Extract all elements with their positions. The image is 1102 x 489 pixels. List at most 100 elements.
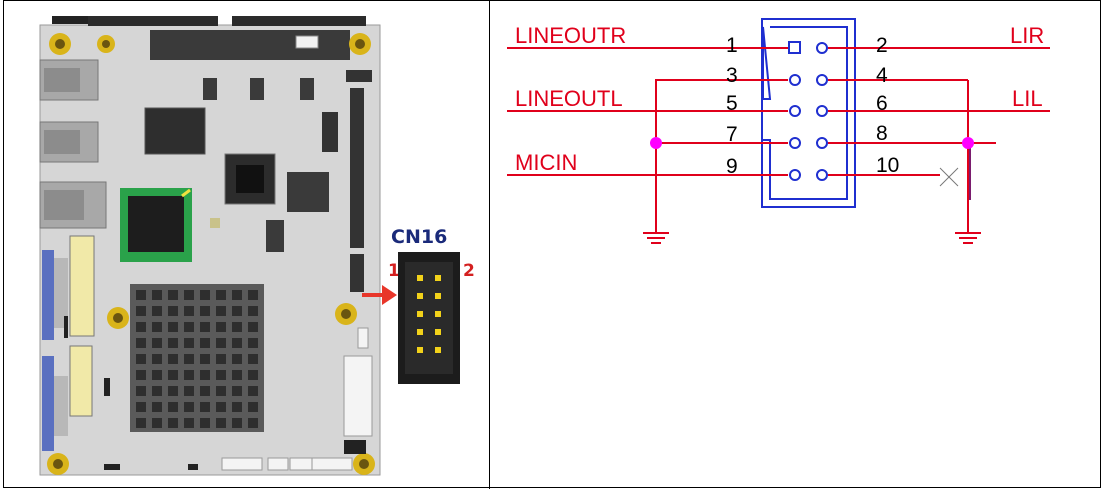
pin-7-circle <box>789 137 801 149</box>
grey-port-b <box>54 376 68 436</box>
bottom-black-connector <box>344 440 366 454</box>
heatsink-fin <box>232 386 242 396</box>
heatsink-fin <box>152 402 162 412</box>
cn16-pin2-label: 2 <box>463 261 475 281</box>
heatsink-fin <box>184 354 194 364</box>
usb-port-1-inner <box>44 130 80 154</box>
cn16-label: CN16 <box>391 226 447 248</box>
heatsink-fin <box>232 370 242 380</box>
signal-label-lineoutr: LINEOUTR <box>515 23 626 48</box>
right-top-header <box>346 70 372 82</box>
heatsink-fin <box>184 402 194 412</box>
heatsink-fin <box>136 290 146 300</box>
heatsink-fin <box>136 386 146 396</box>
cream-connector-2 <box>69 345 93 417</box>
pin-5-circle <box>789 105 801 117</box>
pin-number-9: 9 <box>726 155 738 178</box>
pin-3-circle <box>789 74 801 86</box>
right-small-header <box>322 112 338 152</box>
chip-tiny <box>210 218 220 228</box>
pin-8-circle <box>816 137 828 149</box>
chip-qfp <box>144 107 206 155</box>
top-header-right <box>232 16 366 26</box>
mount-hole-mr <box>335 303 357 325</box>
heatsink-fin <box>232 354 242 364</box>
heatsink-fin <box>216 386 226 396</box>
bottom-connector-1 <box>221 457 263 471</box>
heatsink-fin <box>184 418 194 428</box>
cn16-pins <box>417 275 441 353</box>
heatsink <box>130 284 264 432</box>
heatsink-fin <box>200 370 210 380</box>
heatsink-fin <box>184 290 194 300</box>
white-connector-small <box>357 327 369 349</box>
chip-dark-square <box>287 172 329 212</box>
small-white-connector <box>295 35 319 49</box>
cn16-pin <box>435 329 441 335</box>
heatsink-fin <box>184 386 194 396</box>
mount-hole-tl <box>49 33 71 55</box>
bottom-connector-2 <box>267 457 289 471</box>
pin-number-6: 6 <box>876 92 888 115</box>
heatsink-fin <box>216 402 226 412</box>
cn16-callout: CN16 1 2 <box>362 226 475 384</box>
heatsink-fin <box>184 322 194 332</box>
heatsink-fin <box>200 402 210 412</box>
heatsink-fin <box>232 402 242 412</box>
grey-port-a <box>54 258 68 328</box>
heatsink-fin <box>136 354 146 364</box>
heatsink-fin <box>168 386 178 396</box>
signal-label-lir: LIR <box>1010 23 1044 48</box>
pin-number-10: 10 <box>876 154 899 177</box>
pin-9-circle <box>789 169 801 181</box>
pin-2-circle <box>816 42 828 54</box>
heatsink-fin <box>200 338 210 348</box>
pin-4-circle <box>816 74 828 86</box>
no-connect-mark <box>939 167 959 187</box>
pin-number-4: 4 <box>876 64 888 87</box>
heatsink-fin <box>248 354 258 364</box>
heatsink-fin <box>184 338 194 348</box>
pin-number-7: 7 <box>726 123 738 146</box>
heatsink-fin <box>136 418 146 428</box>
heatsink-fin <box>248 322 258 332</box>
rj45-port-2-inner <box>44 190 84 220</box>
heatsink-fin <box>248 418 258 428</box>
signal-label-lil: LIL <box>1012 86 1043 111</box>
ground-symbol-right <box>955 232 981 244</box>
heatsink-fin <box>232 322 242 332</box>
pin-number-3: 3 <box>726 64 738 87</box>
jumper-block-2 <box>64 316 68 338</box>
pin-circles <box>789 42 828 181</box>
jumper-block <box>104 378 110 396</box>
pin-1-square <box>788 41 801 54</box>
heatsink-fin <box>232 338 242 348</box>
mount-hole-tr <box>349 33 371 55</box>
header-outline <box>761 18 856 208</box>
mount-hole-bl <box>47 453 69 475</box>
pin-number-2: 2 <box>876 34 888 57</box>
cn16-pin <box>417 347 423 353</box>
ground-symbol-left <box>643 232 669 244</box>
table-border <box>3 0 1101 488</box>
cream-connector-1 <box>69 235 95 337</box>
header-key-outline <box>762 26 848 200</box>
pin-number-1: 1 <box>726 34 738 57</box>
north-bridge-mark <box>181 188 191 198</box>
heatsink-fin <box>152 386 162 396</box>
heatsink-fin <box>136 402 146 412</box>
wire-pin3 <box>655 79 788 232</box>
cn16-pin <box>435 293 441 299</box>
junction-right <box>962 137 974 149</box>
heatsink-fin <box>200 306 210 316</box>
heatsink-fin <box>216 370 226 380</box>
heatsink-fin <box>200 322 210 332</box>
chip-small-1 <box>203 78 217 100</box>
heatsink-fin <box>136 370 146 380</box>
cn16-housing-inner <box>405 262 453 374</box>
chip-small-4 <box>266 220 284 252</box>
top-header-long <box>88 16 218 26</box>
white-connector-vertical <box>343 355 373 437</box>
heatsink-fin <box>152 354 162 364</box>
cn16-pin <box>417 275 423 281</box>
